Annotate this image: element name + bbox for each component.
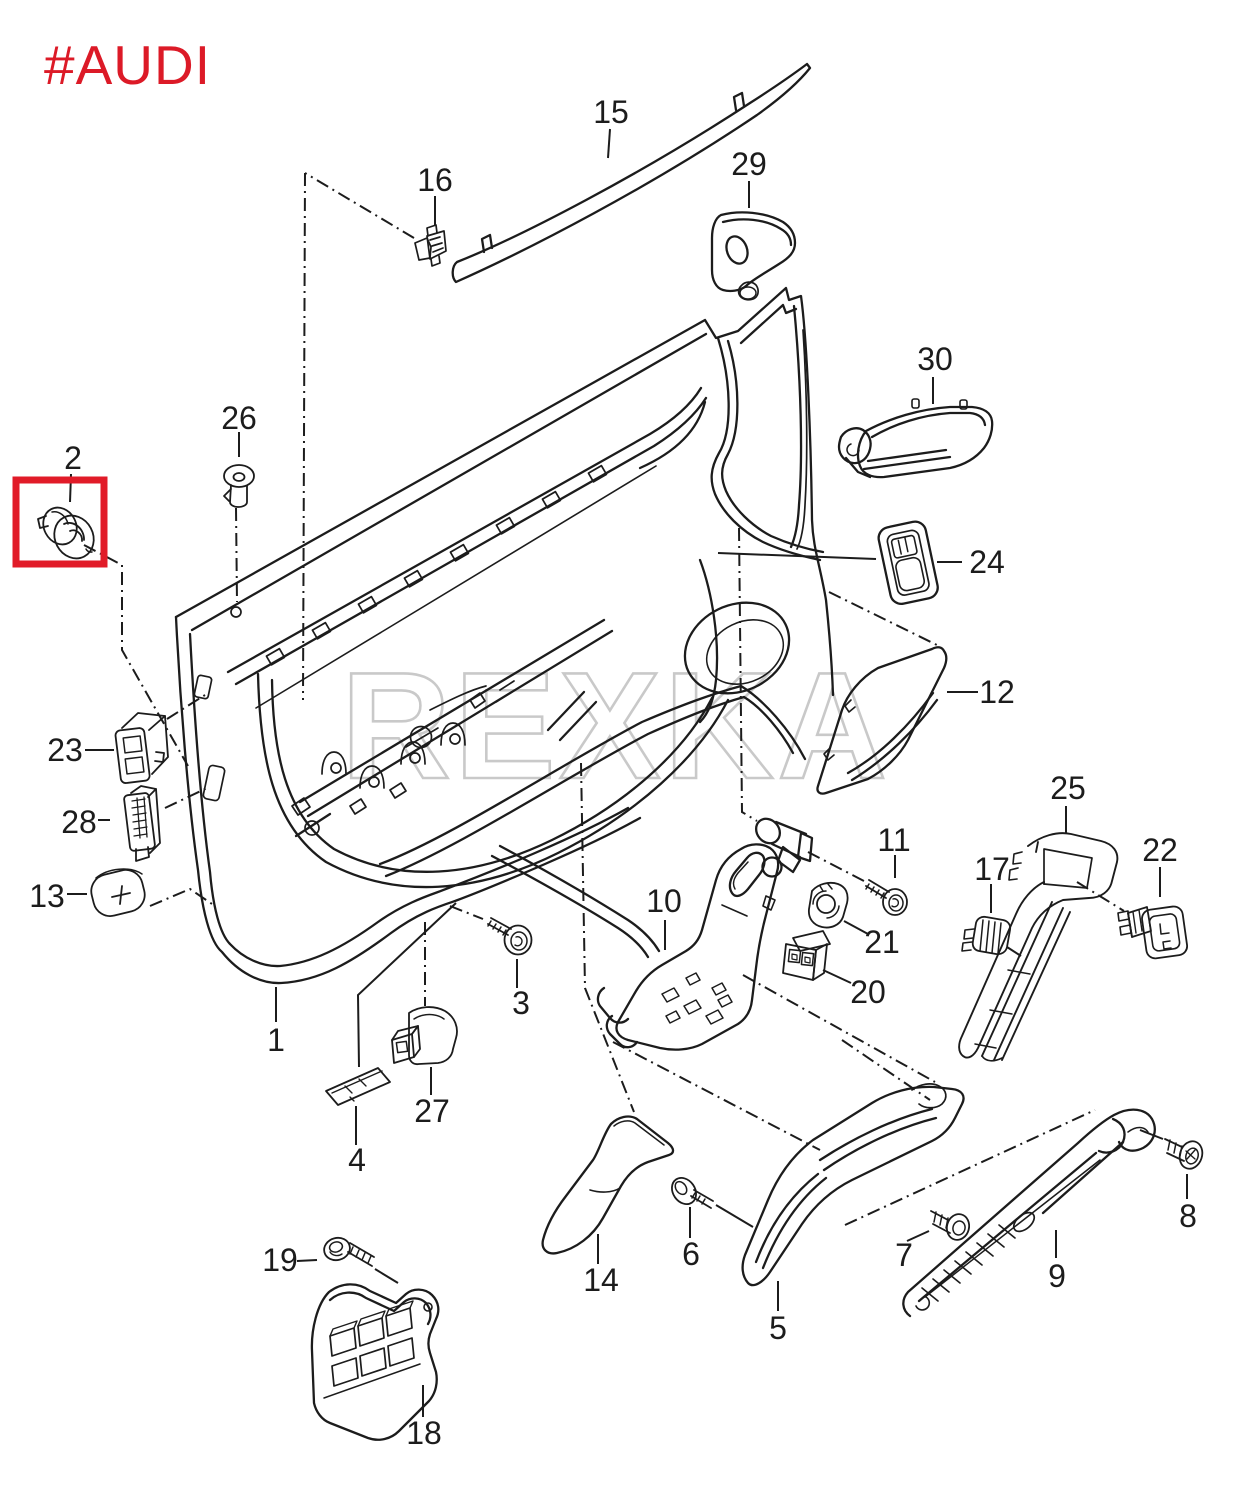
svg-text:1: 1 [267,1022,285,1058]
svg-text:9: 9 [1048,1258,1066,1294]
svg-text:18: 18 [406,1415,442,1451]
svg-text:15: 15 [593,94,629,130]
svg-text:16: 16 [417,162,453,198]
svg-text:22: 22 [1142,832,1178,868]
svg-text:27: 27 [414,1093,450,1129]
svg-text:REXKA: REXKA [341,641,891,811]
svg-text:4: 4 [348,1142,366,1178]
svg-text:26: 26 [221,400,257,436]
svg-text:10: 10 [646,883,682,919]
svg-text:23: 23 [47,732,83,768]
svg-text:25: 25 [1050,770,1086,806]
svg-text:3: 3 [512,985,530,1021]
svg-text:#AUDI: #AUDI [44,34,211,96]
svg-text:14: 14 [583,1262,619,1298]
svg-text:30: 30 [917,341,953,377]
svg-text:17: 17 [974,851,1010,887]
svg-text:28: 28 [61,804,97,840]
svg-text:11: 11 [877,822,910,858]
svg-text:7: 7 [895,1237,913,1273]
svg-text:8: 8 [1179,1198,1197,1234]
svg-text:6: 6 [682,1236,700,1272]
svg-text:19: 19 [262,1242,298,1278]
svg-text:24: 24 [969,544,1005,580]
svg-text:21: 21 [864,924,900,960]
svg-text:13: 13 [29,878,65,914]
svg-text:20: 20 [850,974,886,1010]
svg-text:5: 5 [769,1310,787,1346]
svg-text:2: 2 [64,440,82,476]
svg-text:12: 12 [979,674,1015,710]
svg-text:29: 29 [731,146,767,182]
